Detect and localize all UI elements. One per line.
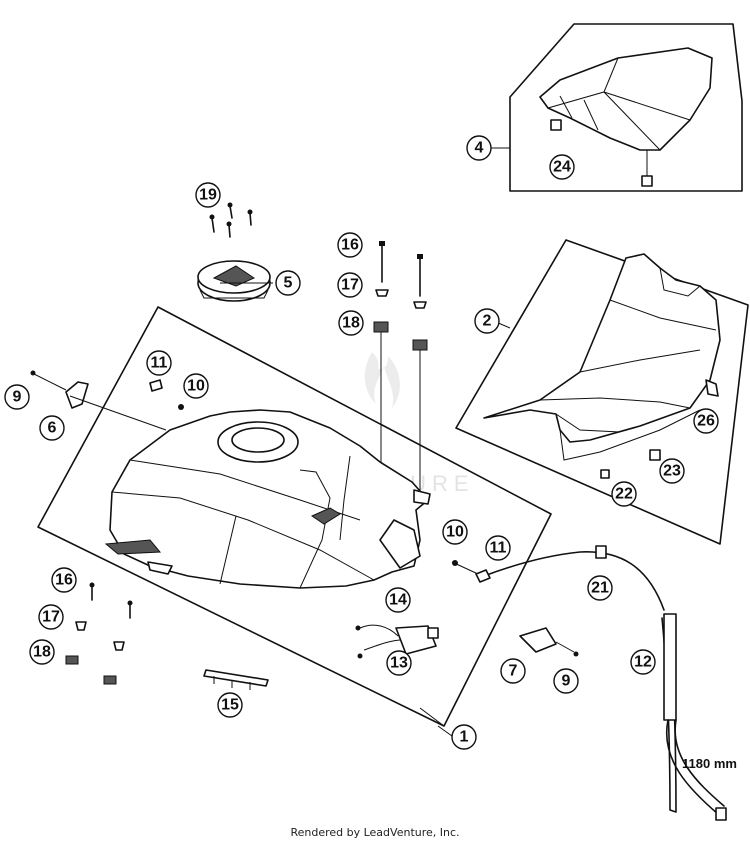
cap-screws — [209, 202, 253, 238]
hose-length-label: 1180 mm — [682, 756, 737, 771]
svg-text:26: 26 — [697, 413, 715, 430]
hose-bracket — [519, 627, 579, 657]
seat-rubber-buffer — [649, 449, 661, 461]
callout-24: 24 — [549, 154, 575, 180]
svg-text:6: 6 — [48, 420, 57, 437]
svg-text:17: 17 — [42, 609, 60, 626]
callout-22: 22 — [611, 481, 637, 507]
svg-text:21: 21 — [591, 580, 609, 597]
svg-text:11: 11 — [490, 540, 507, 557]
callout-6: 6 — [39, 415, 65, 441]
callout-11-top: 11 — [146, 350, 172, 376]
svg-text:2: 2 — [483, 313, 492, 330]
callout-18-top: 18 — [338, 310, 364, 336]
tank-mounting-bolts — [373, 241, 428, 496]
callout-15: 15 — [217, 692, 243, 718]
rear-seat-frame — [509, 23, 743, 192]
svg-text:13: 13 — [390, 655, 408, 672]
callout-21: 21 — [587, 575, 613, 601]
callout-13: 13 — [386, 650, 412, 676]
rear-seat-nut — [641, 175, 653, 187]
breather-hose — [451, 545, 727, 821]
callout-16-top: 16 — [337, 232, 363, 258]
tank-bracket — [30, 370, 89, 409]
seat-nut — [600, 469, 610, 479]
svg-text:17: 17 — [341, 277, 359, 294]
callout-2: 2 — [474, 308, 500, 334]
callout-23: 23 — [659, 458, 685, 484]
callout-18-bottom: 18 — [29, 639, 55, 665]
svg-text:19: 19 — [199, 187, 217, 204]
small-screw-and-nut — [149, 379, 184, 410]
fuel-tank — [104, 409, 431, 589]
callout-26: 26 — [693, 408, 719, 434]
callout-19: 19 — [195, 182, 221, 208]
loose-hardware — [65, 582, 133, 685]
svg-text:7: 7 — [509, 663, 518, 680]
bracket-leader — [69, 395, 167, 431]
callout-14: 14 — [385, 587, 411, 613]
rider-seat — [483, 253, 721, 479]
svg-text:10: 10 — [446, 524, 464, 541]
svg-text:10: 10 — [187, 378, 205, 395]
callout-10-top: 10 — [183, 373, 209, 399]
svg-text:9: 9 — [562, 673, 571, 690]
callout-9-top: 9 — [4, 384, 30, 410]
svg-text:14: 14 — [389, 592, 407, 609]
svg-text:22: 22 — [615, 486, 633, 503]
rear-seat-rubber-pad — [550, 119, 562, 131]
rider-seat-frame — [455, 239, 749, 545]
svg-text:4: 4 — [475, 140, 484, 157]
fuel-level-sensor — [355, 624, 439, 659]
seat-clip — [705, 379, 719, 397]
callout-17-bottom: 17 — [38, 604, 64, 630]
svg-text:18: 18 — [342, 315, 360, 332]
callout-11-right: 11 — [485, 535, 511, 561]
callout-7: 7 — [500, 658, 526, 684]
callout-16-bottom: 16 — [51, 567, 77, 593]
rubber-strip — [203, 669, 269, 690]
svg-text:18: 18 — [33, 644, 51, 661]
svg-text:16: 16 — [341, 237, 359, 254]
callout-4: 4 — [466, 135, 492, 161]
callout-9-bottom: 9 — [553, 668, 579, 694]
svg-text:5: 5 — [284, 275, 293, 292]
svg-text:16: 16 — [55, 572, 73, 589]
callout-1: 1 — [451, 724, 477, 750]
rear-seat — [539, 47, 713, 187]
svg-text:1: 1 — [460, 729, 469, 746]
filler-cap — [197, 260, 271, 302]
callout-17-top: 17 — [337, 272, 363, 298]
footer-credit: Rendered by LeadVenture, Inc. — [290, 826, 460, 839]
svg-text:23: 23 — [663, 463, 681, 480]
svg-text:15: 15 — [221, 697, 239, 714]
callout-12: 12 — [630, 649, 656, 675]
svg-text:12: 12 — [634, 654, 652, 671]
callout-5: 5 — [275, 270, 301, 296]
callout-10-right: 10 — [442, 519, 468, 545]
svg-text:11: 11 — [151, 355, 168, 372]
svg-text:9: 9 — [13, 389, 22, 406]
svg-text:24: 24 — [553, 159, 571, 176]
